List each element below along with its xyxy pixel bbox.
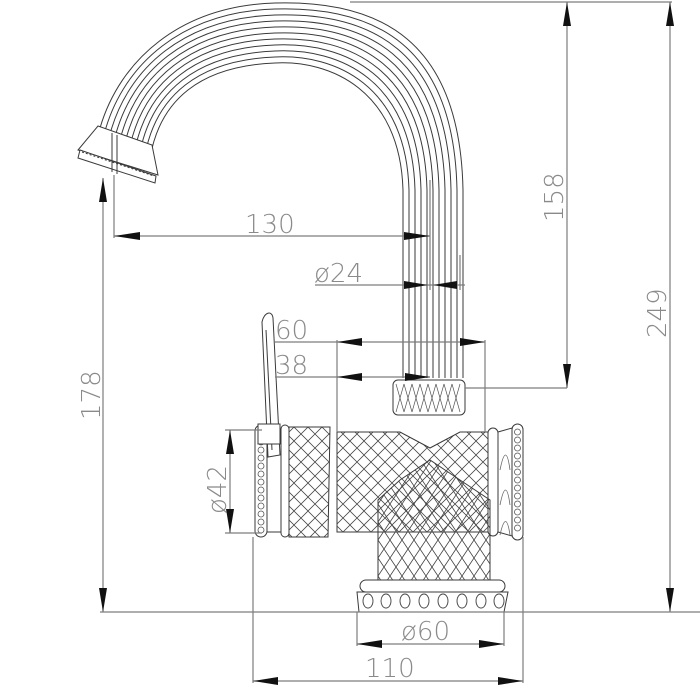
spout [77, 2, 464, 378]
dim-outlet-height: 178 [77, 370, 107, 420]
base-flange [356, 579, 509, 613]
dim-overall-width: 110 [365, 654, 415, 684]
aerator [77, 125, 159, 184]
dim-total-height: 249 [643, 288, 673, 338]
dim-handle-38: 38 [275, 351, 308, 381]
dim-spout-diameter: ø24 [314, 259, 363, 289]
dim-body-diameter: ø42 [203, 465, 233, 514]
handle-lever [257, 312, 281, 458]
dim-spout-reach: 130 [245, 210, 295, 240]
dimension-lines [99, 1, 700, 685]
spout-collar [392, 379, 466, 416]
dim-height-158: 158 [540, 172, 570, 222]
dim-base-diameter: ø60 [401, 617, 450, 647]
dimension-labels: 130 ø24 60 38 158 249 178 ø42 ø60 110 [77, 172, 673, 684]
dim-handle-60: 60 [275, 316, 308, 346]
